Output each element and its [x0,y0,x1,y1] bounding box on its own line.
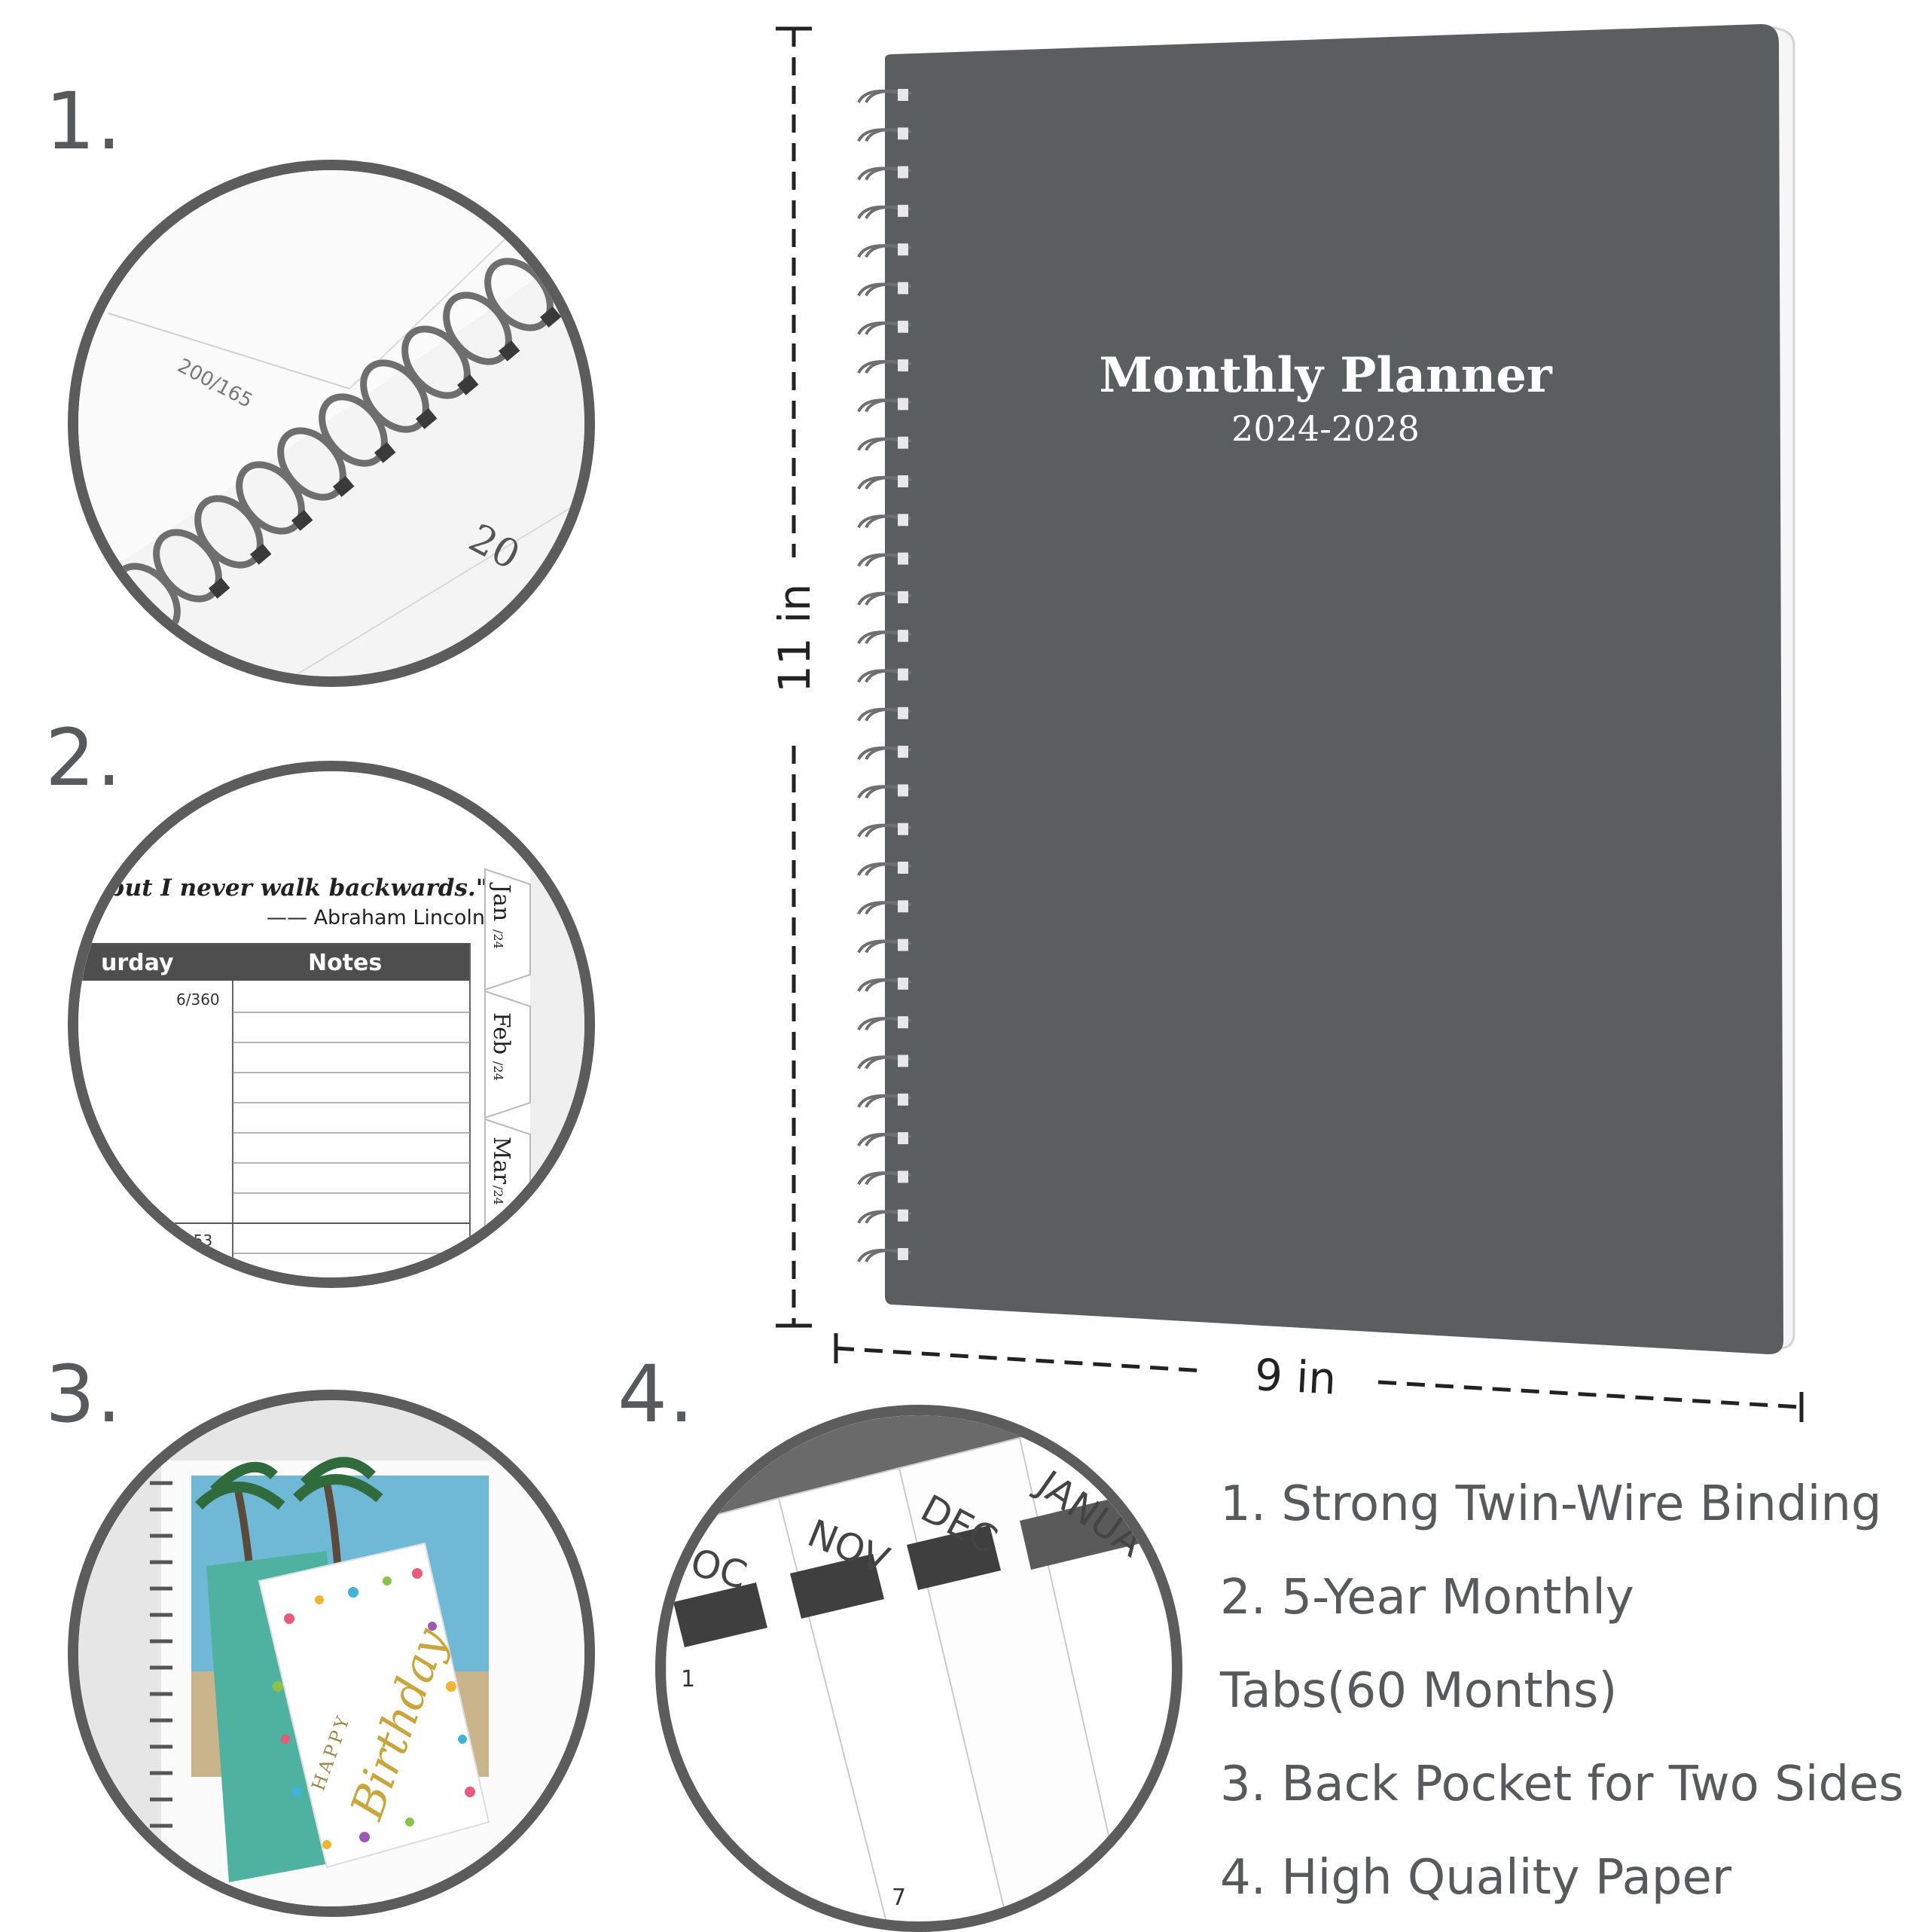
binding-hole [898,707,908,719]
binding-hole [898,746,908,758]
height-label: 11 in [769,584,820,693]
binding-hole [898,282,908,295]
binding-hole [898,1093,908,1106]
tabs-closeup-image: but I never walk backwards." —— Abraham … [78,771,584,1277]
feature-item: Tabs(60 Months) [1220,1663,1618,1719]
feature-item: 2. 5-Year Monthly [1220,1570,1634,1625]
binding-hole [898,89,908,101]
tab-year-feb: /24 [491,1061,505,1081]
binding-hole [898,668,908,681]
binding-hole [898,1132,908,1145]
binding-hole [898,823,908,835]
date-number-1: 1 [681,1666,695,1692]
planner-cover [885,24,1783,1354]
paper-detail-circle: OC NOV DEC JANUA Sunday 1 7 [655,1405,1182,1932]
feature-item: 4. High Quality Paper [1220,1850,1732,1906]
binding-hole [898,1170,908,1183]
binding-hole [898,977,908,990]
quote-text: but I never walk backwards." [108,874,488,902]
binding-hole [898,939,908,951]
width-dimension-line [834,1333,1804,1422]
feature-item: 1. Strong Twin-Wire Binding [1220,1476,1882,1532]
planner-title: Monthly Planner [1099,347,1553,404]
binding-hole [898,475,908,487]
tab-mar[interactable]: Mar [488,1137,514,1185]
binding-hole [898,591,908,603]
binding-hole [898,204,908,217]
binding-hole [898,166,908,179]
binding-hole [898,900,908,913]
binding-hole [898,862,908,874]
quote-author: —— Abraham Lincoln [267,906,485,929]
column-header-notes: Notes [308,950,382,976]
binding-hole [898,784,908,797]
tab-jan[interactable]: Jan [488,882,514,921]
binding-hole [898,1209,908,1222]
tab-feb[interactable]: Feb [488,1012,514,1055]
binding-hole [898,630,908,642]
height-dimension-line [776,26,812,1328]
cell-value-2: 353 [184,1232,212,1250]
width-label: 9 in [1253,1349,1338,1405]
binding-closeup-image: 200/165 20 [78,170,584,676]
feature-list: 1. Strong Twin-Wire Binding 2. 5-Year Mo… [1220,1457,1913,1924]
marker-1: 1. [45,75,124,167]
binding-detail-circle: 200/165 20 [68,160,595,687]
binding-hole [898,1248,908,1260]
binding-hole [898,398,908,411]
binding-hole [898,320,908,333]
planner-years: 2024-2028 [1231,408,1420,449]
column-header-day: urday [101,950,174,976]
paper-closeup-image: OC NOV DEC JANUA Sunday 1 7 [666,1415,1172,1921]
tab-year-jan: /24 [491,929,505,949]
binding-hole [898,127,908,140]
tab-year-mar: /24 [491,1186,505,1205]
feature-item: 3. Back Pocket for Two Sides [1220,1757,1904,1812]
cell-value-1: 6/360 [176,990,220,1009]
binding-hole [898,436,908,449]
date-number-7: 7 [892,1885,906,1911]
twin-wire-binding [857,89,912,1262]
binding-hole [898,359,908,372]
binding-hole [898,1055,908,1067]
binding-hole [898,552,908,565]
pocket-detail-circle: HAPPY Birthday [68,1390,595,1917]
binding-hole [898,243,908,256]
pocket-closeup-image: HAPPY Birthday [78,1400,584,1906]
planner-product-image: 11 in 9 in Monthly Planner 2024-2028 [769,24,1804,1422]
tabs-detail-circle: but I never walk backwards." —— Abraham … [68,761,595,1288]
binding-hole [898,514,908,526]
binding-hole [898,1016,908,1029]
